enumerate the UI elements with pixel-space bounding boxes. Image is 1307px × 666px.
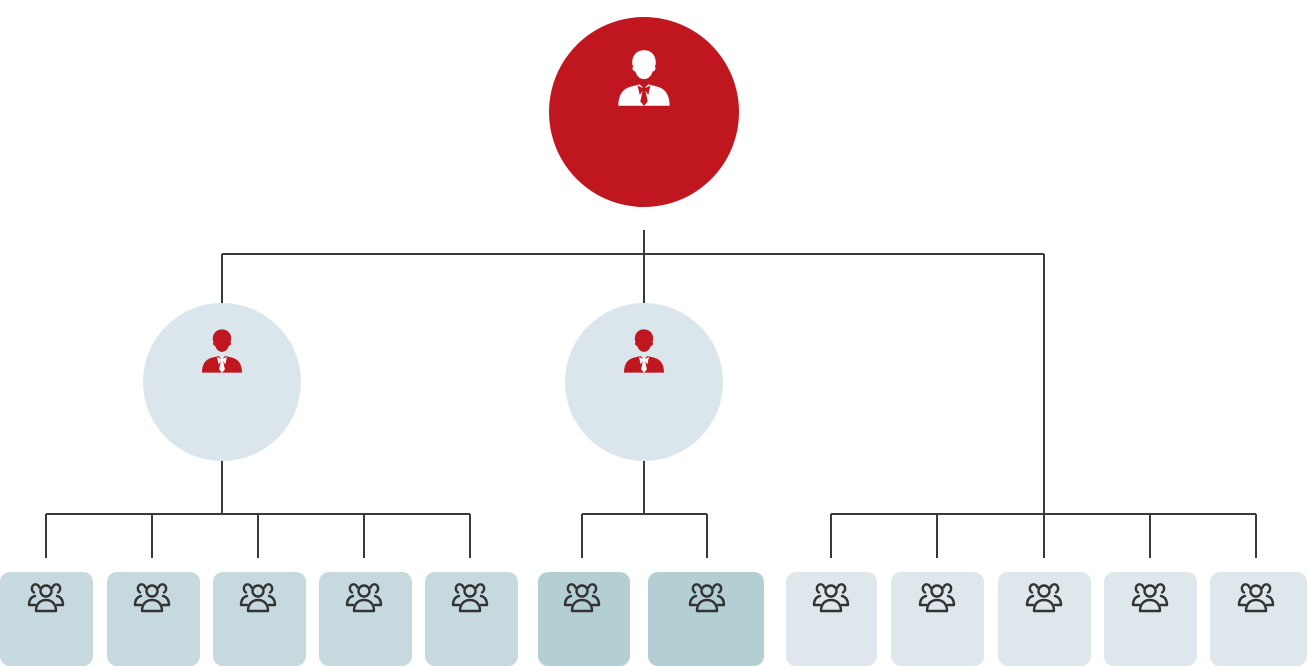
team-box-7	[648, 572, 764, 666]
connector-lines	[45, 230, 1257, 558]
team-box-12	[1210, 572, 1307, 666]
team-box-4	[319, 572, 412, 666]
team-box-2	[107, 572, 200, 666]
team-box-8	[786, 572, 877, 666]
ceo-node	[549, 17, 739, 207]
manager-node-2	[565, 303, 723, 461]
team-box-1	[0, 572, 93, 666]
team-box-5	[425, 572, 518, 666]
team-box-11	[1104, 572, 1197, 666]
manager-node-1	[143, 303, 301, 461]
team-box-9	[891, 572, 984, 666]
team-box-6	[538, 572, 630, 666]
team-box-10	[998, 572, 1091, 666]
team-box-3	[213, 572, 306, 666]
